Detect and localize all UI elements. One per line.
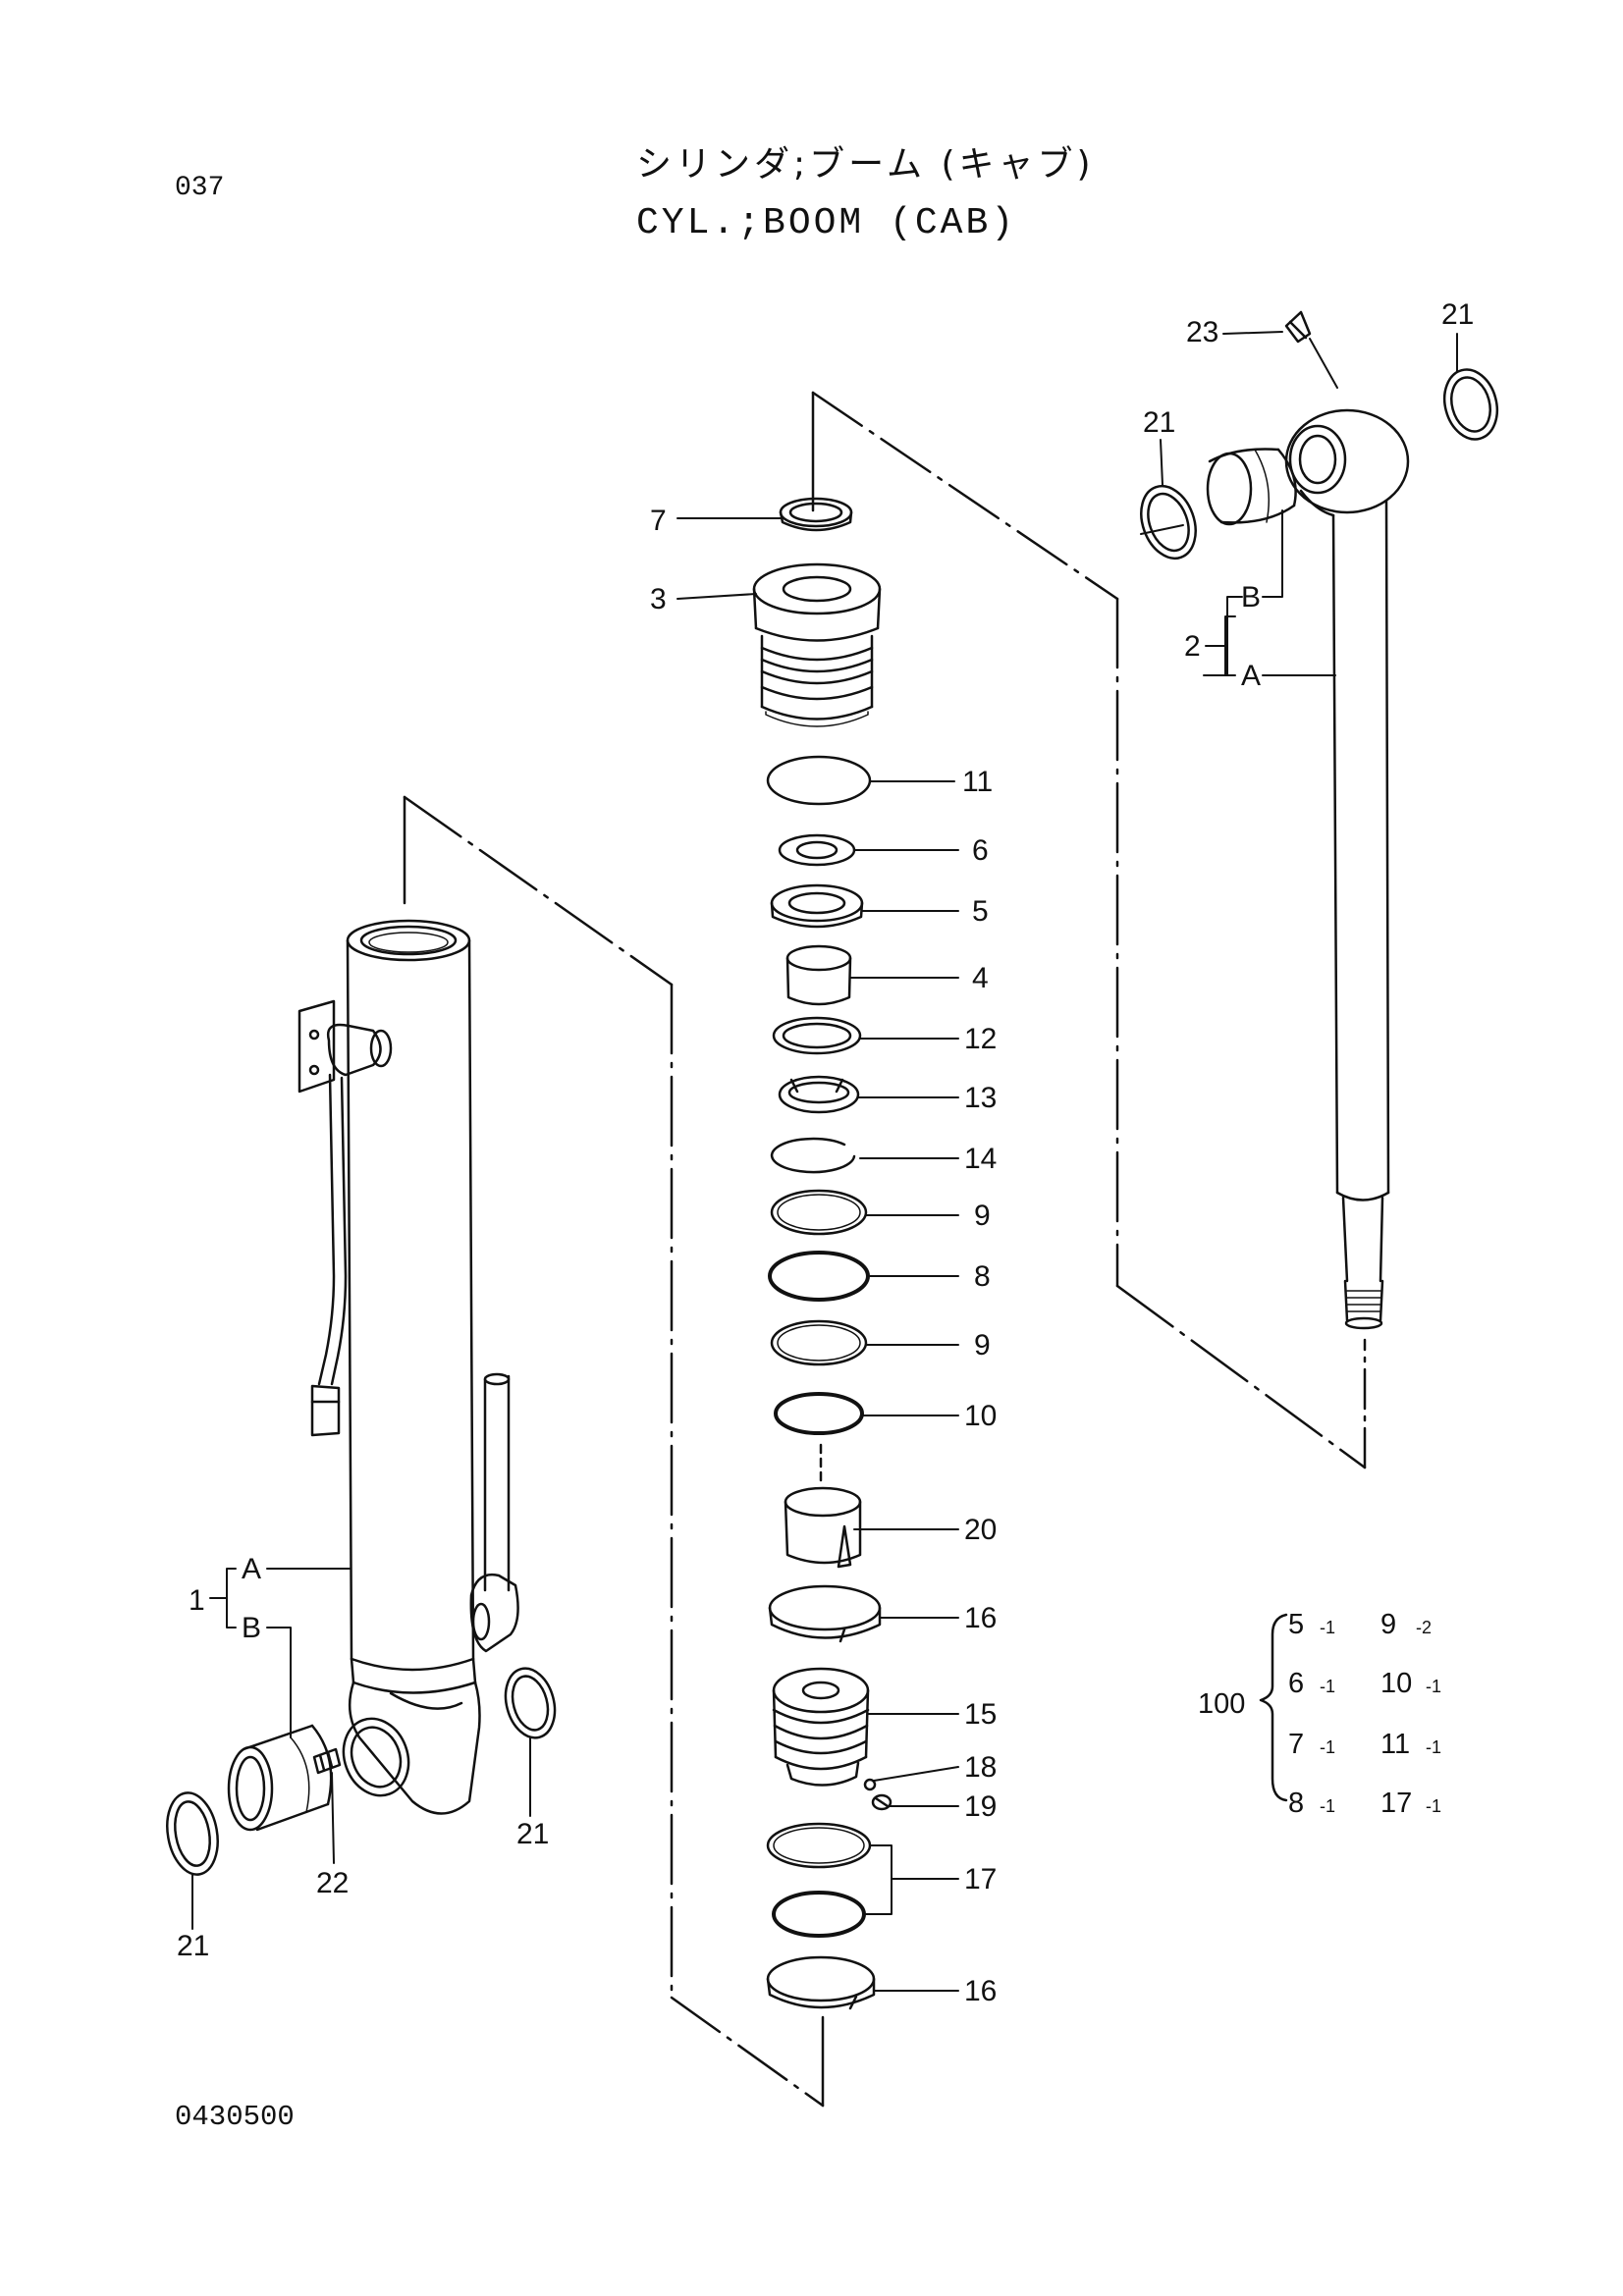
callout-18: 18	[964, 1751, 997, 1784]
kit-item-part: 6	[1288, 1668, 1304, 1699]
callout-9-lower: 9	[974, 1329, 991, 1362]
ring-21-rod-left	[1140, 484, 1197, 561]
guide-lines-tube	[403, 795, 825, 2108]
part-16-wear-ring-lower	[766, 1955, 876, 2010]
callout-3: 3	[650, 583, 667, 615]
drawing-number: 0430500	[175, 2101, 295, 2133]
part-6-ring	[778, 833, 856, 867]
callout-7: 7	[650, 505, 667, 537]
ring-21-tube-right	[504, 1667, 557, 1739]
kit-item-part: 8	[1288, 1788, 1304, 1819]
callout-14: 14	[964, 1143, 997, 1175]
part-9-ring-lower	[770, 1319, 868, 1366]
part-11-o-ring	[766, 755, 872, 806]
kit-item-qty: -1	[1426, 1737, 1441, 1757]
callout-4: 4	[972, 962, 989, 994]
callout-labels: 7 3 11 6 5 4 12 13 14 9 8 9 10 20 16 15 …	[177, 298, 1474, 2007]
callout-16-upper: 16	[964, 1602, 997, 1634]
cylinder-tube	[298, 919, 519, 1815]
callout-10: 10	[964, 1400, 997, 1432]
piston-rod	[1284, 408, 1410, 1330]
kit-item-part: 9	[1380, 1609, 1396, 1640]
callout-5: 5	[972, 895, 989, 928]
leader-lines	[191, 331, 1458, 1992]
callout-1a: A	[242, 1553, 261, 1585]
kit-item-qty: -1	[1426, 1796, 1441, 1816]
seal-kit-label: 100	[1198, 1688, 1245, 1720]
part-17-seal-set	[766, 1822, 872, 1938]
part-20-bushing	[784, 1486, 862, 1569]
callout-21-rod-right: 21	[1441, 298, 1474, 331]
callout-15: 15	[964, 1698, 997, 1731]
callout-21-tube-right: 21	[516, 1818, 549, 1850]
callout-2b: B	[1241, 581, 1261, 614]
callout-1b: B	[242, 1612, 261, 1644]
kit-item-part: 10	[1380, 1668, 1412, 1699]
tube-bushing	[227, 1724, 333, 1832]
kit-item-part: 5	[1288, 1609, 1304, 1640]
callout-21-rod-left: 21	[1143, 406, 1175, 439]
kit-item-qty: -1	[1320, 1737, 1335, 1757]
kit-item-qty: -1	[1426, 1677, 1441, 1696]
callout-6: 6	[972, 834, 989, 867]
part-15-piston	[772, 1667, 870, 1787]
page-number: 037	[175, 173, 225, 203]
title-japanese: シリンダ;ブーム (キャブ)	[636, 144, 1095, 185]
kit-item-part: 7	[1288, 1729, 1304, 1760]
callout-22: 22	[316, 1867, 349, 1899]
callout-16-lower: 16	[964, 1975, 997, 2007]
callout-9-upper: 9	[974, 1200, 991, 1232]
part-13-ring	[778, 1075, 860, 1114]
grease-nipple-22	[312, 1747, 342, 1775]
callout-21-tube-left: 21	[177, 1930, 209, 1962]
rod-bushing	[1206, 448, 1297, 526]
callout-13: 13	[964, 1082, 997, 1114]
part-7-dust-seal	[779, 497, 853, 532]
callout-20: 20	[964, 1514, 997, 1546]
callout-17: 17	[964, 1863, 997, 1896]
kit-item-qty: -1	[1320, 1677, 1335, 1696]
part-5-seal	[770, 883, 864, 929]
part-18-steel-ball	[863, 1778, 877, 1791]
ring-21-tube-left	[166, 1791, 219, 1876]
grease-nipple-23	[1284, 310, 1312, 344]
ring-21-rod-right	[1442, 368, 1499, 441]
part-14-snap-ring	[770, 1137, 856, 1174]
callout-1: 1	[189, 1584, 205, 1617]
callout-2: 2	[1184, 630, 1201, 663]
kit-item-part: 11	[1380, 1729, 1410, 1760]
kit-item-qty: -2	[1416, 1618, 1432, 1637]
callout-23: 23	[1186, 316, 1218, 348]
part-3-rod-cover	[752, 562, 882, 727]
part-8-ring	[768, 1251, 870, 1302]
seal-kit-brace	[1259, 1613, 1288, 1802]
callout-11: 11	[962, 766, 993, 798]
part-19-set-screw	[871, 1793, 893, 1811]
part-4-bushing	[785, 944, 852, 1006]
title-english: CYL.;BOOM (CAB)	[636, 202, 1017, 244]
part-12-ring	[772, 1016, 862, 1055]
kit-item-qty: -1	[1320, 1618, 1335, 1637]
part-16-wear-ring-upper	[768, 1584, 882, 1643]
kit-item-part: 17	[1380, 1788, 1412, 1819]
callout-2a: A	[1241, 660, 1261, 692]
guide-lines-rod	[811, 391, 1367, 1469]
callout-12: 12	[964, 1023, 997, 1055]
kit-item-qty: -1	[1320, 1796, 1335, 1816]
part-10-ring	[774, 1392, 864, 1435]
callout-8: 8	[974, 1260, 991, 1293]
callout-19: 19	[964, 1790, 997, 1823]
part-9-ring-upper	[770, 1189, 868, 1236]
seal-kit-table: 100 5 -1 9 -2 6 -1 10 -1 7 -1 11 -1 8 -1…	[1198, 1609, 1441, 1819]
